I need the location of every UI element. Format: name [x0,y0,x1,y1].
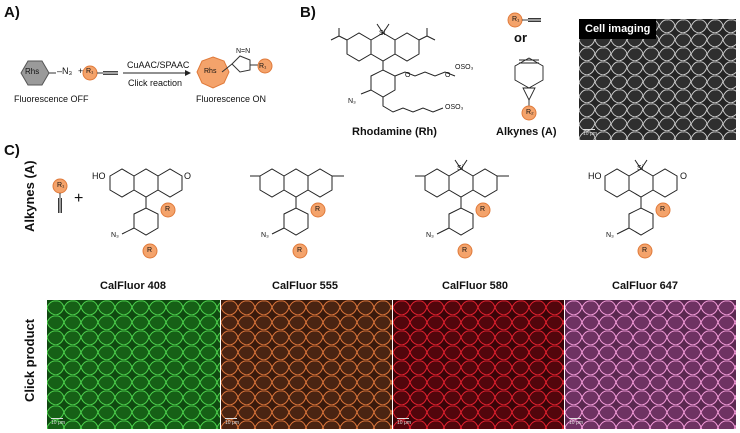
o-label-647: O [680,171,688,181]
click-product-image-555: 10 μm [221,300,392,429]
click-product-image-647: 10 μm [565,300,736,429]
panel-c-letter: C) [4,142,20,159]
rhs-off-label: Rhs [25,67,40,76]
triazole-label: N=N [236,48,251,55]
n3-label-555: N₃ [261,232,269,239]
dye-name-555: CalFluor 555 [272,280,339,292]
cell-pattern-orange [221,300,392,429]
plus-a: + [78,66,84,76]
ho-label-408: HO [92,171,106,181]
arrow-bottom-label: Click reaction [128,78,183,88]
ho-label-647: HO [588,171,602,181]
scale-bar-408: 10 μm [51,420,65,426]
r1-label-product: R₁ [259,63,267,70]
so3-label-b1: OSO₃ [455,64,474,71]
r-label-408-a: R [165,206,171,213]
r-label-580-a: R [480,206,486,213]
n3-label-b: N₃ [348,98,356,105]
r1-label-a: R₁ [86,68,94,75]
r-label-555-a: R [315,206,321,213]
r-label-408-b: R [147,247,153,254]
r-circle-647-b [637,243,653,259]
si-label-647: Si [637,165,644,172]
click-product-image-408: 10 μm [47,300,220,429]
r-label-580-b: R [462,247,468,254]
cell-imaging-label: Cell imaging [579,19,657,39]
cell-imaging-image: Cell imaging 10 μm [579,19,736,140]
panel-a-letter: A) [4,4,20,21]
arrow-top-label: CuAAC/SPAAC [127,60,190,70]
r-circle-647-a [655,202,671,218]
scale-bar-b: 10 μm [583,131,597,137]
r1-label-b: R₁ [512,16,520,23]
r2-circle-b [521,105,537,121]
si-label-b: Si [379,30,386,37]
alkynes-name: Alkynes (A) [496,126,557,138]
calfluor-647-structure [604,159,678,259]
r-circle-408-a [160,202,176,218]
cell-pattern-pink [565,300,736,429]
rhs-on-label: Rhs [204,68,217,75]
triazole-ring [221,55,273,74]
fluorescence-on-label: Fluorescence ON [196,94,267,104]
or-label: or [514,30,527,45]
scale-bar-580: 10 μm [397,420,411,426]
r-circle-555-a [310,202,326,218]
panel-b-letter: B) [300,4,316,21]
o-label-b2: O [445,72,451,79]
alkynes-structures [507,12,544,121]
r-circle-580-b [457,243,473,259]
fluorescence-off-label: Fluorescence OFF [14,94,89,104]
alkyne-r1-structure [52,178,68,213]
calfluor-408-structure [109,168,183,259]
dye-name-408: CalFluor 408 [100,280,167,292]
o-label-408: O [184,171,192,181]
n3-label-580: N₃ [426,232,434,239]
scale-bar-555: 10 μm [225,420,239,426]
dye-name-647: CalFluor 647 [612,280,679,292]
o-label-b1: O [405,72,411,79]
panel-a-scheme [20,56,230,89]
click-product-image-580: 10 μm [393,300,564,429]
r-label-647-b: R [642,247,648,254]
rhs-on-heptagon [196,56,230,89]
so3-label-b2: OSO₃ [445,104,464,111]
r-label-647-a: R [660,206,666,213]
click-product-vertical-label: Click product [22,318,37,402]
rhs-off-hexagon [20,60,50,86]
dye-name-580: CalFluor 580 [442,280,509,292]
azide-label: –N₃ [57,66,73,76]
cell-pattern-red [393,300,564,429]
r-label-555-b: R [297,247,303,254]
calfluor-555-structure [250,168,344,259]
si-label-580: Si [457,165,464,172]
r-circle-580-a [475,202,491,218]
scale-bar-647: 10 μm [569,420,583,426]
cell-pattern-gray [579,19,736,140]
n3-label-647: N₃ [606,232,614,239]
r-circle-555-b [292,243,308,259]
r1-circle-product [257,58,273,74]
alkynes-vertical-label: Alkynes (A) [22,160,37,232]
cell-pattern-green [47,300,220,429]
rhodamine-structure [330,23,456,113]
calfluor-580-structure [415,159,509,259]
r-circle-408-b [142,243,158,259]
r2-label-b: R₂ [526,109,534,116]
r1-label-c: R₁ [57,182,65,189]
rhodamine-name: Rhodamine (Rh) [352,126,437,138]
n3-label-408: N₃ [111,232,119,239]
plus-c: + [74,190,84,207]
